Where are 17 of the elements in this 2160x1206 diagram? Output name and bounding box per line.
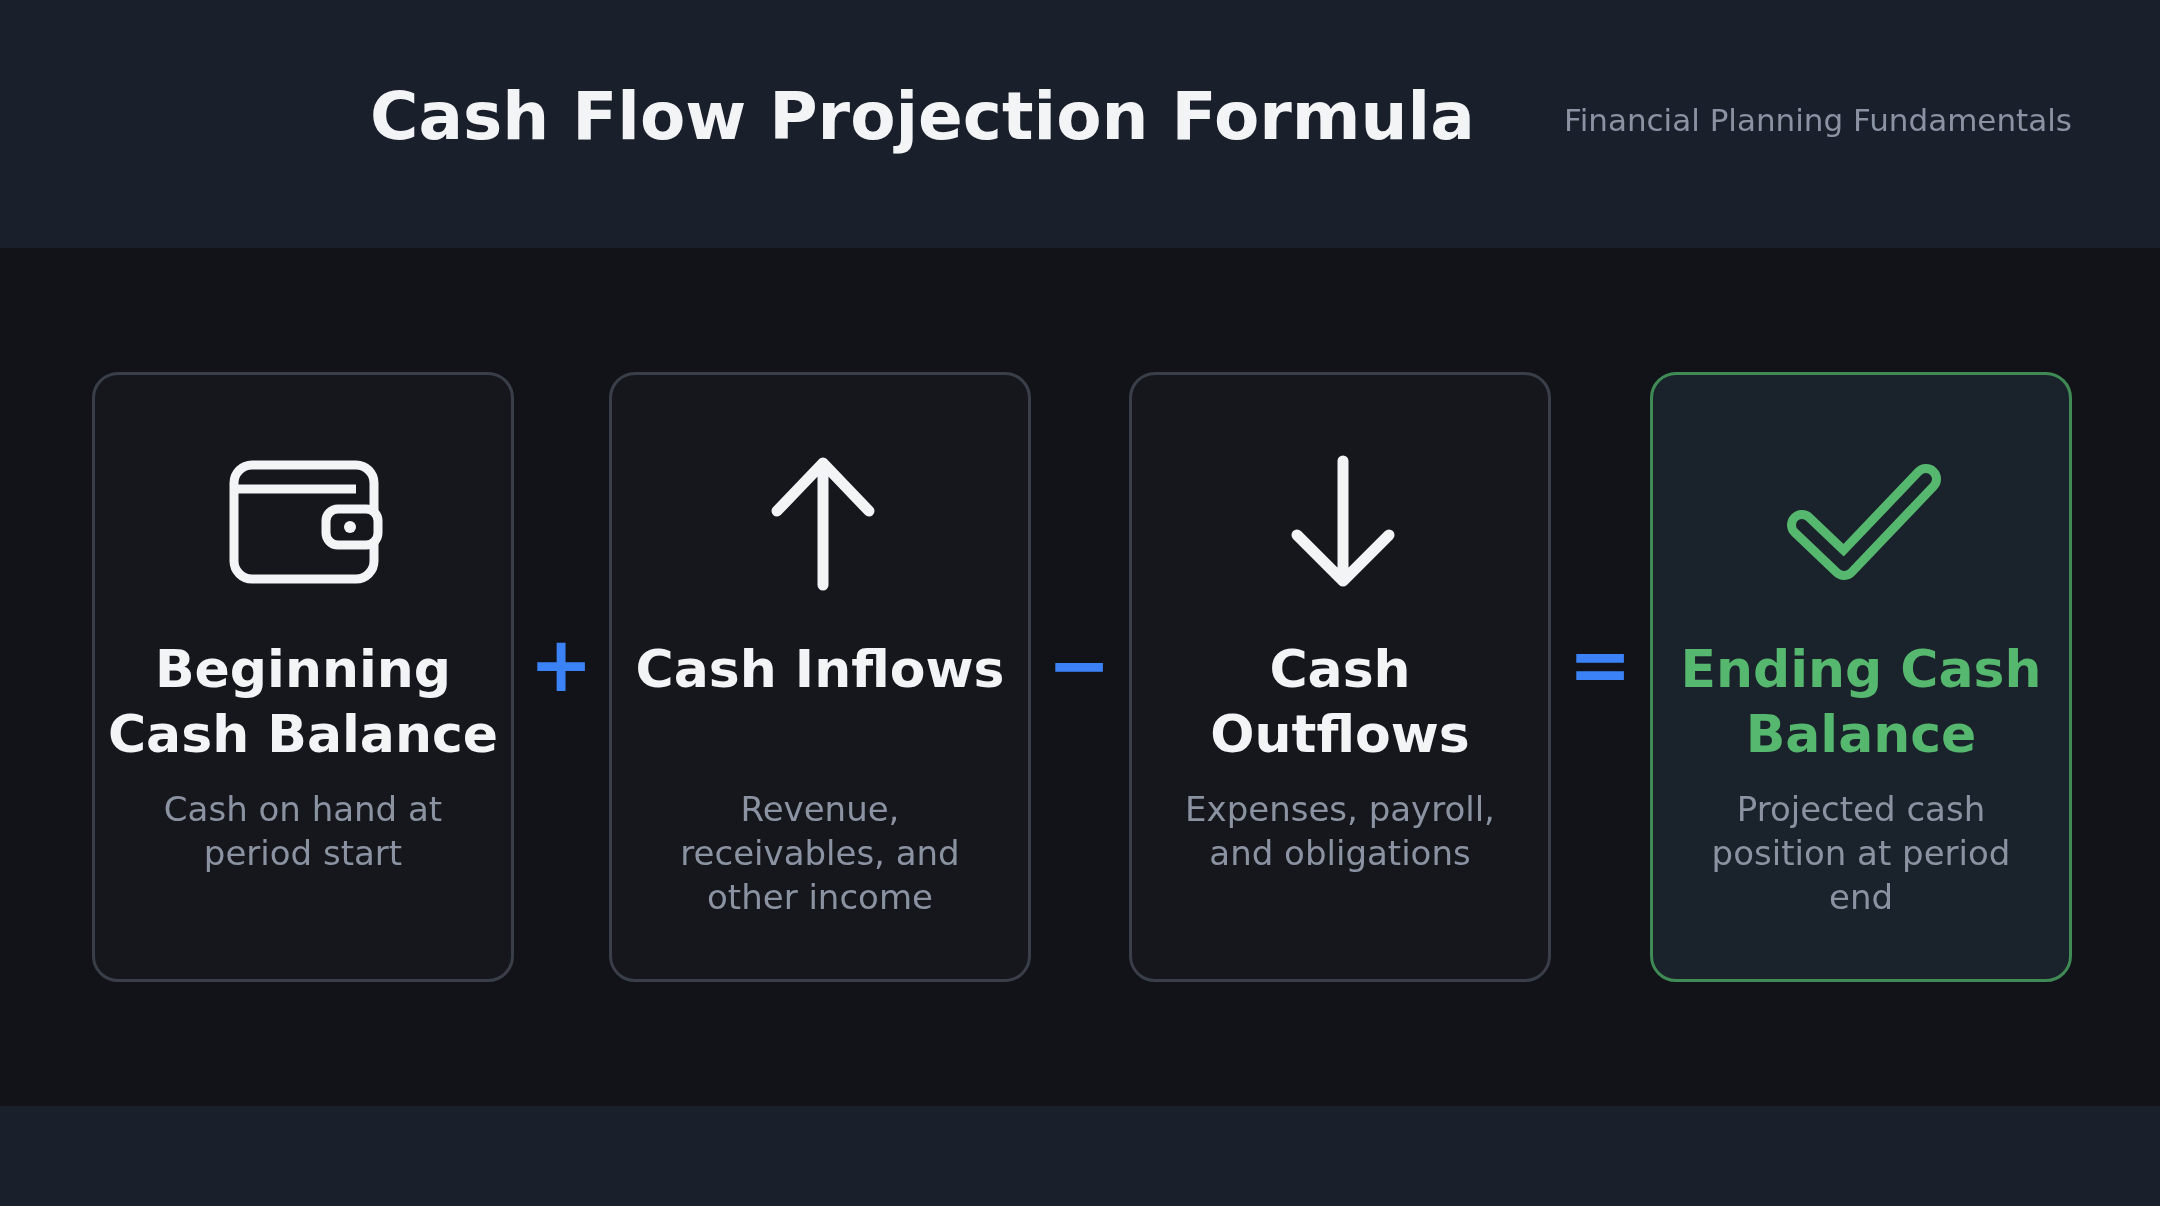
card-description: Cash on hand at period start <box>162 788 444 875</box>
card-heading: Cash Inflows <box>634 638 1006 701</box>
operator-symbol: − <box>1046 620 1112 710</box>
card-description: Revenue, receivables, and other income <box>679 788 961 919</box>
card-description: Expenses, payroll, and obligations <box>1184 788 1496 875</box>
page-title: Cash Flow Projection Formula <box>370 78 1475 155</box>
formula-card <box>1650 372 2072 982</box>
formula-card <box>609 372 1031 982</box>
formula-card <box>1129 372 1551 982</box>
card-heading: Cash Outflows <box>1209 638 1471 766</box>
formula-card <box>92 372 514 982</box>
subtitle: Financial Planning Fundamentals <box>1564 102 2072 138</box>
operator-symbol: + <box>528 620 594 710</box>
card-description: Projected cash position at period end <box>1710 788 2012 919</box>
card-heading: Ending Cash Balance <box>1679 638 2043 766</box>
card-heading: Beginning Cash Balance <box>106 638 500 766</box>
operator-symbol: = <box>1567 620 1633 710</box>
